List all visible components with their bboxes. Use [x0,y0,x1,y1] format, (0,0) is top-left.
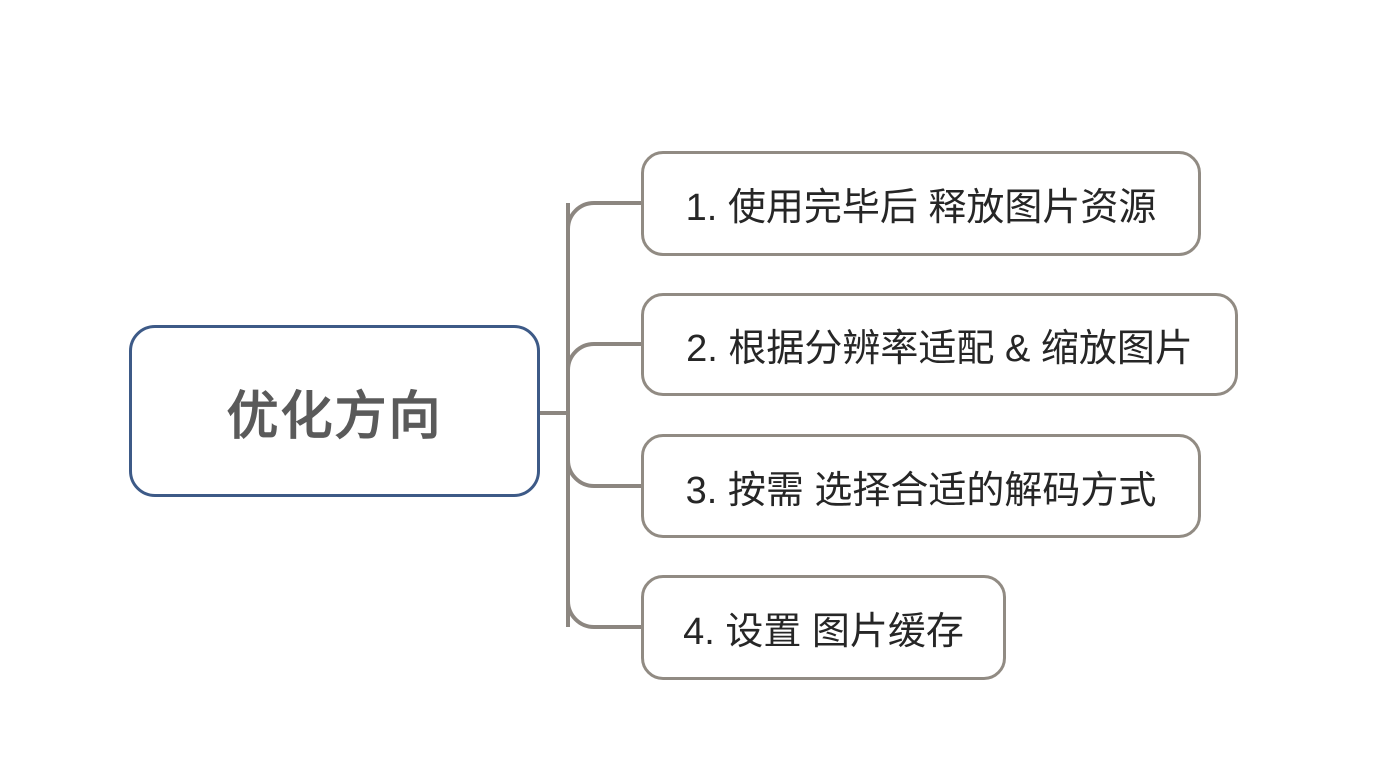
node-branch-4[interactable]: 4. 设置 图片缓存 [641,575,1006,680]
node-root-label: 优化方向 [226,387,443,446]
connector-branch-4 [566,600,641,629]
node-branch-2[interactable]: 2. 根据分辨率适配 & 缩放图片 [641,293,1238,396]
connector-branch-1 [566,201,641,230]
node-branch-3-label: 3. 按需 选择合适的解码方式 [685,469,1157,512]
connector-branch-3 [566,459,641,488]
node-branch-3[interactable]: 3. 按需 选择合适的解码方式 [641,434,1201,538]
node-root[interactable]: 优化方向 [129,325,540,497]
node-branch-1[interactable]: 1. 使用完毕后 释放图片资源 [641,151,1201,256]
connector-branch-2 [566,342,641,371]
node-branch-2-label: 2. 根据分辨率适配 & 缩放图片 [686,328,1193,370]
node-branch-4-label: 4. 设置 图片缓存 [683,611,964,653]
node-branch-1-label: 1. 使用完毕后 释放图片资源 [685,187,1157,229]
